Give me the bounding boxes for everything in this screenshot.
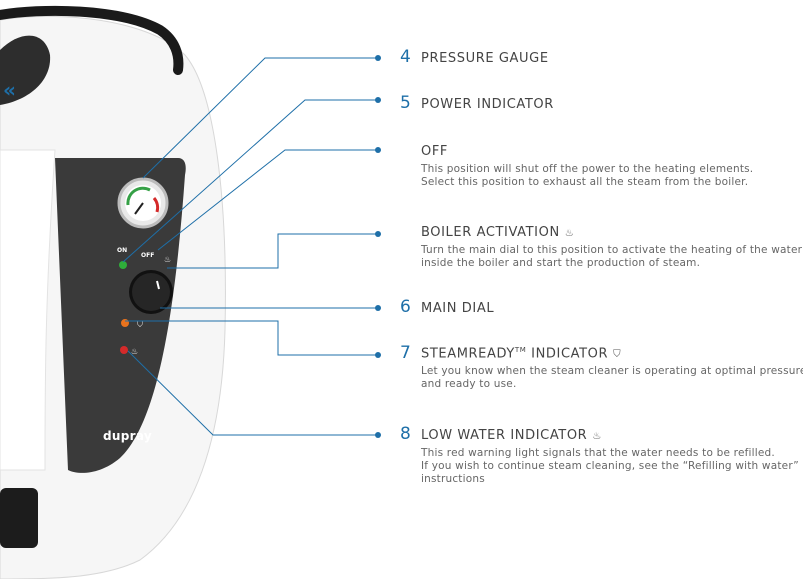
callout-title: PRESSURE GAUGE	[421, 51, 549, 66]
callout-title: OFF	[421, 144, 448, 159]
callout-title: STEAMREADY	[421, 346, 515, 362]
steamready-indicator-light	[121, 319, 129, 327]
callout-title: LOW WATER INDICATOR	[421, 428, 588, 443]
trademark-sup: TM	[514, 346, 527, 354]
brand-logo: dupray	[103, 429, 152, 443]
callout-desc-line: If you wish to continue steam cleaning, …	[421, 460, 799, 472]
callout-title-rest: INDICATOR	[526, 346, 609, 362]
callout-number: 8	[400, 424, 411, 444]
callout-title: POWER INDICATOR	[421, 97, 554, 112]
low-water-icon: ♨	[592, 431, 602, 442]
callout-desc-line: Let you know when the steam cleaner is o…	[421, 365, 803, 377]
svg-text:♨: ♨	[164, 255, 171, 264]
callout-title-row: LOW WATER INDICATOR ♨	[421, 428, 602, 443]
off-label: OFF	[141, 252, 155, 259]
callout-desc-line: This red warning light signals that the …	[421, 447, 775, 459]
callout-title: BOILER ACTIVATION	[421, 225, 560, 240]
svg-text:♨: ♨	[131, 347, 138, 356]
callout-desc-line: This position will shut off the power to…	[421, 163, 754, 175]
callout-title-row: STEAMREADYTM INDICATOR ⛉	[421, 346, 621, 361]
back-icon[interactable]: «	[3, 78, 16, 102]
callout-desc-line: Turn the main dial to this position to a…	[421, 244, 803, 256]
steam-drop-icon: ⛉	[613, 349, 622, 361]
svg-text:⛉: ⛉	[137, 320, 143, 329]
on-label: ON	[117, 247, 128, 254]
leader-lines	[122, 57, 378, 436]
leader-dots	[375, 55, 381, 438]
power-indicator-light	[119, 261, 127, 269]
callout-desc-line: instructions	[421, 473, 485, 485]
callout-desc-line: Select this position to exhaust all the …	[421, 176, 749, 188]
heat-waves-icon: ♨	[564, 228, 575, 239]
handle-hose	[0, 5, 184, 75]
callout-desc-line: inside the boiler and start the producti…	[421, 257, 701, 269]
callout-number: 6	[400, 297, 411, 317]
callout-title-row: BOILER ACTIVATION ♨	[421, 225, 574, 240]
callout-number: 7	[400, 343, 411, 363]
callout-desc-line: and ready to use.	[421, 378, 517, 390]
callout-number: 4	[400, 47, 411, 67]
callout-number: 5	[400, 93, 411, 113]
control-panel	[55, 158, 186, 473]
low-water-indicator-light	[120, 346, 128, 354]
callout-title: MAIN DIAL	[421, 301, 495, 316]
